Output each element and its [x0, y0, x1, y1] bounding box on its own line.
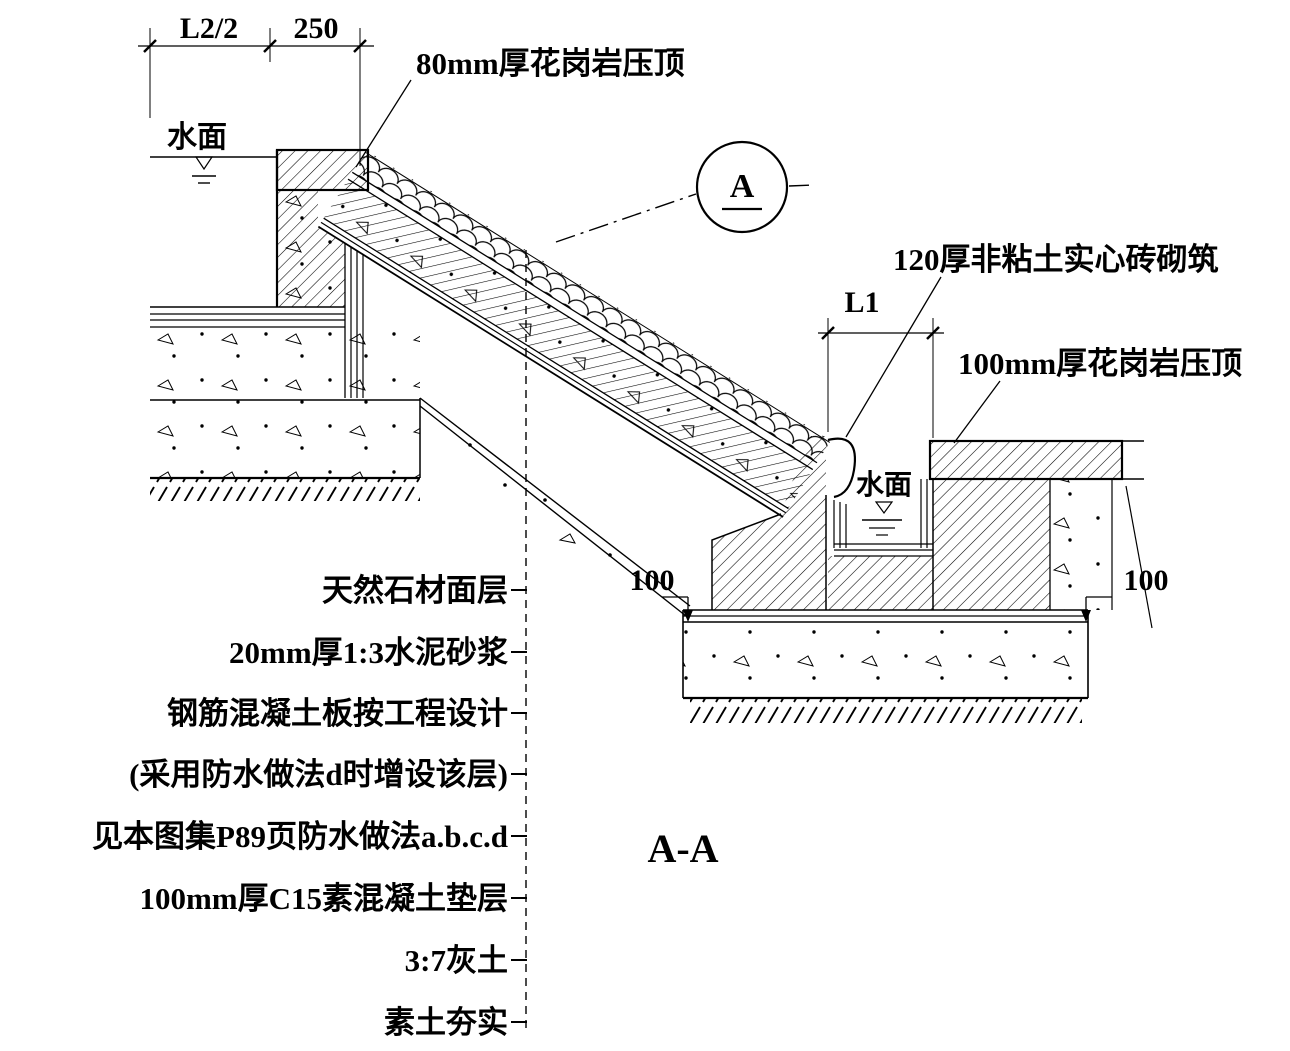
dim-label-100-left: 100 [630, 564, 675, 597]
slope-layers [317, 150, 831, 518]
dimension-100-left: 100 [630, 564, 693, 622]
callout-coping80: 80mm厚花岗岩压顶 [355, 46, 685, 168]
layer-label-rc-note: (采用防水做法d时增设该层) [129, 757, 508, 792]
water-level-icon [194, 156, 214, 171]
leader-line [355, 79, 412, 168]
section-marker-letter: A [730, 168, 755, 205]
water-level-icon [874, 501, 894, 515]
section-marker-circle [695, 140, 789, 234]
water-surface-upper-label: 水面 [167, 121, 227, 154]
pool-wall [275, 150, 345, 307]
dim-tick [263, 39, 277, 53]
arrow-down-icon [1081, 610, 1091, 622]
dimension-100-right: 100 [1081, 564, 1169, 622]
structure-mass [419, 397, 691, 617]
dimension-l1: L1 [818, 286, 944, 438]
section-cut-line [555, 193, 697, 243]
layer-label-waterproof: 见本图集P89页防水做法a.b.c.d [92, 819, 508, 854]
bottom-slab [682, 609, 1089, 723]
layer-label-mortar: 20mm厚1:3水泥砂浆 [229, 635, 508, 670]
layer-label-lime-soil: 3:7灰土 [405, 943, 508, 978]
water-level-upper: 水面 [150, 121, 277, 184]
callout-coping100: 100mm厚花岗岩压顶 [953, 346, 1242, 444]
water-surface-lower-label: 水面 [856, 469, 912, 501]
callout-brick120: 120厚非粘土实心砖砌筑 [845, 242, 1219, 438]
dim-label-250: 250 [294, 12, 339, 45]
dim-label-100-right: 100 [1124, 564, 1169, 597]
drawing-root: L2/2 250 水面 [92, 12, 1242, 1040]
section-marker: A [555, 140, 815, 243]
pool-floor-layers [150, 306, 345, 328]
callout-coping100-label: 100mm厚花岗岩压顶 [958, 346, 1242, 381]
wall-top-curl [827, 437, 857, 499]
brick-wall [711, 436, 857, 610]
stone-facing-layer [352, 150, 831, 463]
waterproof-layer [320, 221, 787, 514]
leader-line [845, 276, 942, 438]
ground-hatch-left [150, 479, 420, 501]
granite-coping-right [928, 439, 1144, 481]
layer-label-compacted-soil: 素土夯实 [384, 1005, 508, 1040]
callout-brick120-label: 120厚非粘土实心砖砌筑 [893, 242, 1219, 277]
callout-coping80-label: 80mm厚花岗岩压顶 [416, 46, 685, 81]
water-level-lower: 水面 [856, 469, 912, 536]
dim-label-l2-2: L2/2 [180, 12, 238, 45]
layer-label-rc-slab: 钢筋混凝土板按工程设计 [167, 696, 508, 731]
dimension-top: L2/2 250 [138, 12, 374, 166]
trough-floor [828, 556, 933, 610]
dim-tick [353, 39, 367, 53]
layer-label-stone: 天然石材面层 [322, 573, 508, 608]
dim-label-l1: L1 [844, 286, 879, 319]
ground-hatch-bottom [690, 699, 1082, 723]
trough-liner [833, 479, 933, 557]
break-line [1125, 485, 1153, 629]
left-foundation [150, 327, 421, 501]
section-title: A-A [647, 826, 718, 871]
layer-label-c15: 100mm厚C15素混凝土垫层 [139, 881, 508, 916]
arrow-down-icon [683, 610, 693, 622]
trough-right-wall [932, 479, 1153, 629]
layer-callouts: 天然石材面层 20mm厚1:3水泥砂浆 钢筋混凝土板按工程设计 (采用防水做法d… [92, 250, 527, 1040]
leader-line [953, 380, 1001, 444]
dim-tick [143, 39, 157, 53]
